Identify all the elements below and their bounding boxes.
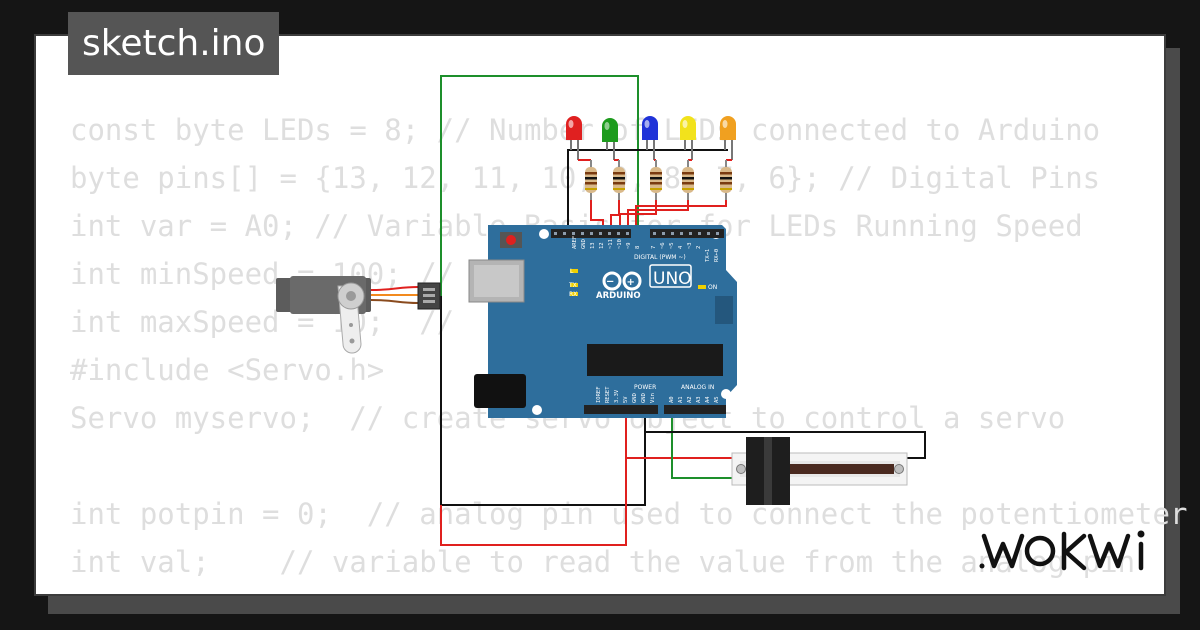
pin-label: AREF: [572, 236, 578, 249]
pin-label: A4: [705, 396, 711, 403]
led-orange: [720, 116, 736, 161]
servo-motor[interactable]: [276, 276, 441, 354]
on-label: ON: [708, 284, 717, 291]
pin-label: GND: [632, 393, 638, 403]
pin-label: RESET: [605, 386, 611, 403]
wire-red-led: [627, 196, 689, 232]
power-jack: [474, 374, 526, 408]
pin-label: ~3: [687, 242, 693, 249]
pin-label: ~6: [660, 242, 666, 249]
slider-track: [784, 464, 894, 474]
rx-label: RX: [569, 291, 577, 298]
pin-label: 12: [599, 242, 605, 249]
pin-label: Vin: [650, 393, 656, 403]
led-blue: [642, 116, 658, 161]
pin-label: 3.3V: [614, 389, 620, 403]
resistor: [585, 167, 597, 193]
wokwi-logo-mark: [979, 530, 1145, 571]
pin-label: 8: [635, 246, 641, 249]
header-power: [584, 405, 658, 414]
resistor: [682, 167, 694, 193]
led-green: [602, 118, 619, 161]
arduino-brand: ARDUINO: [596, 291, 641, 301]
resistor: [650, 167, 662, 193]
power-label: POWER: [634, 384, 656, 391]
wire-black-led-gnd: [567, 149, 728, 232]
arduino-uno-board[interactable]: AREF GND 13 12 ~11 ~10 ~9 8 7 ~6 ~5 4 ~3…: [468, 225, 737, 418]
svg-text:+: +: [627, 277, 635, 288]
uno-label: UNO: [653, 269, 692, 289]
tx-label: TX: [568, 282, 577, 289]
led-yellow: [680, 116, 696, 161]
pin-label: 13: [590, 242, 596, 249]
pin-label: ~9: [626, 242, 632, 249]
wire-red-led: [635, 196, 727, 232]
pin-label: A3: [696, 396, 702, 403]
pin-label: RX←0: [714, 249, 720, 262]
pin-label: 7: [651, 246, 657, 249]
sketch-title: sketch.ino: [68, 12, 280, 75]
pin-label: A2: [687, 396, 693, 403]
pin-label: 4: [678, 245, 684, 249]
analog-label: ANALOG IN: [681, 384, 714, 391]
pin-label: 5V: [623, 396, 629, 403]
pin-label: GND: [641, 393, 647, 403]
pin-label: 2: [696, 246, 702, 249]
wire-red-pot-vcc: [625, 410, 742, 459]
code-line: const byte LEDs = 8; // Number of LEDs c…: [70, 113, 1101, 147]
pin-label: ~5: [669, 242, 675, 249]
pin-label: ~11: [608, 239, 614, 249]
led-array: [566, 116, 736, 200]
wire-red-servo-vcc: [440, 410, 627, 546]
resistor: [613, 167, 625, 193]
slide-potentiometer[interactable]: [731, 437, 908, 505]
pin-label: ~10: [617, 239, 623, 249]
pin-label: TX→1: [705, 249, 711, 262]
reset-button[interactable]: [506, 235, 516, 245]
pin-label: A5: [714, 396, 720, 403]
pin-label: A1: [678, 396, 684, 403]
wire-green-servo-signal: [440, 75, 639, 296]
pin-label: IOREF: [596, 386, 602, 403]
header-analog: [664, 405, 726, 414]
resistor: [720, 167, 732, 193]
arduino-infinity-logo: [602, 271, 642, 291]
wire-red-led: [610, 196, 620, 232]
code-line: #include <Servo.h>: [70, 353, 385, 387]
svg-text:−: −: [606, 277, 614, 288]
microcontroller-chip: [587, 344, 723, 376]
pin-label: GND: [581, 239, 587, 249]
wokwi-logo: [978, 526, 1153, 576]
header-digital-low: [650, 229, 724, 238]
pin-label: A0: [669, 396, 675, 403]
l-label: L: [570, 268, 574, 275]
wires: [440, 75, 926, 546]
uno-badge: [649, 264, 692, 288]
led-red: [566, 116, 591, 161]
code-line: int val; // variable to read the value f…: [70, 545, 1136, 579]
wire-black-pot-gnd: [645, 431, 926, 459]
digital-label: DIGITAL (PWM ~): [634, 254, 686, 261]
